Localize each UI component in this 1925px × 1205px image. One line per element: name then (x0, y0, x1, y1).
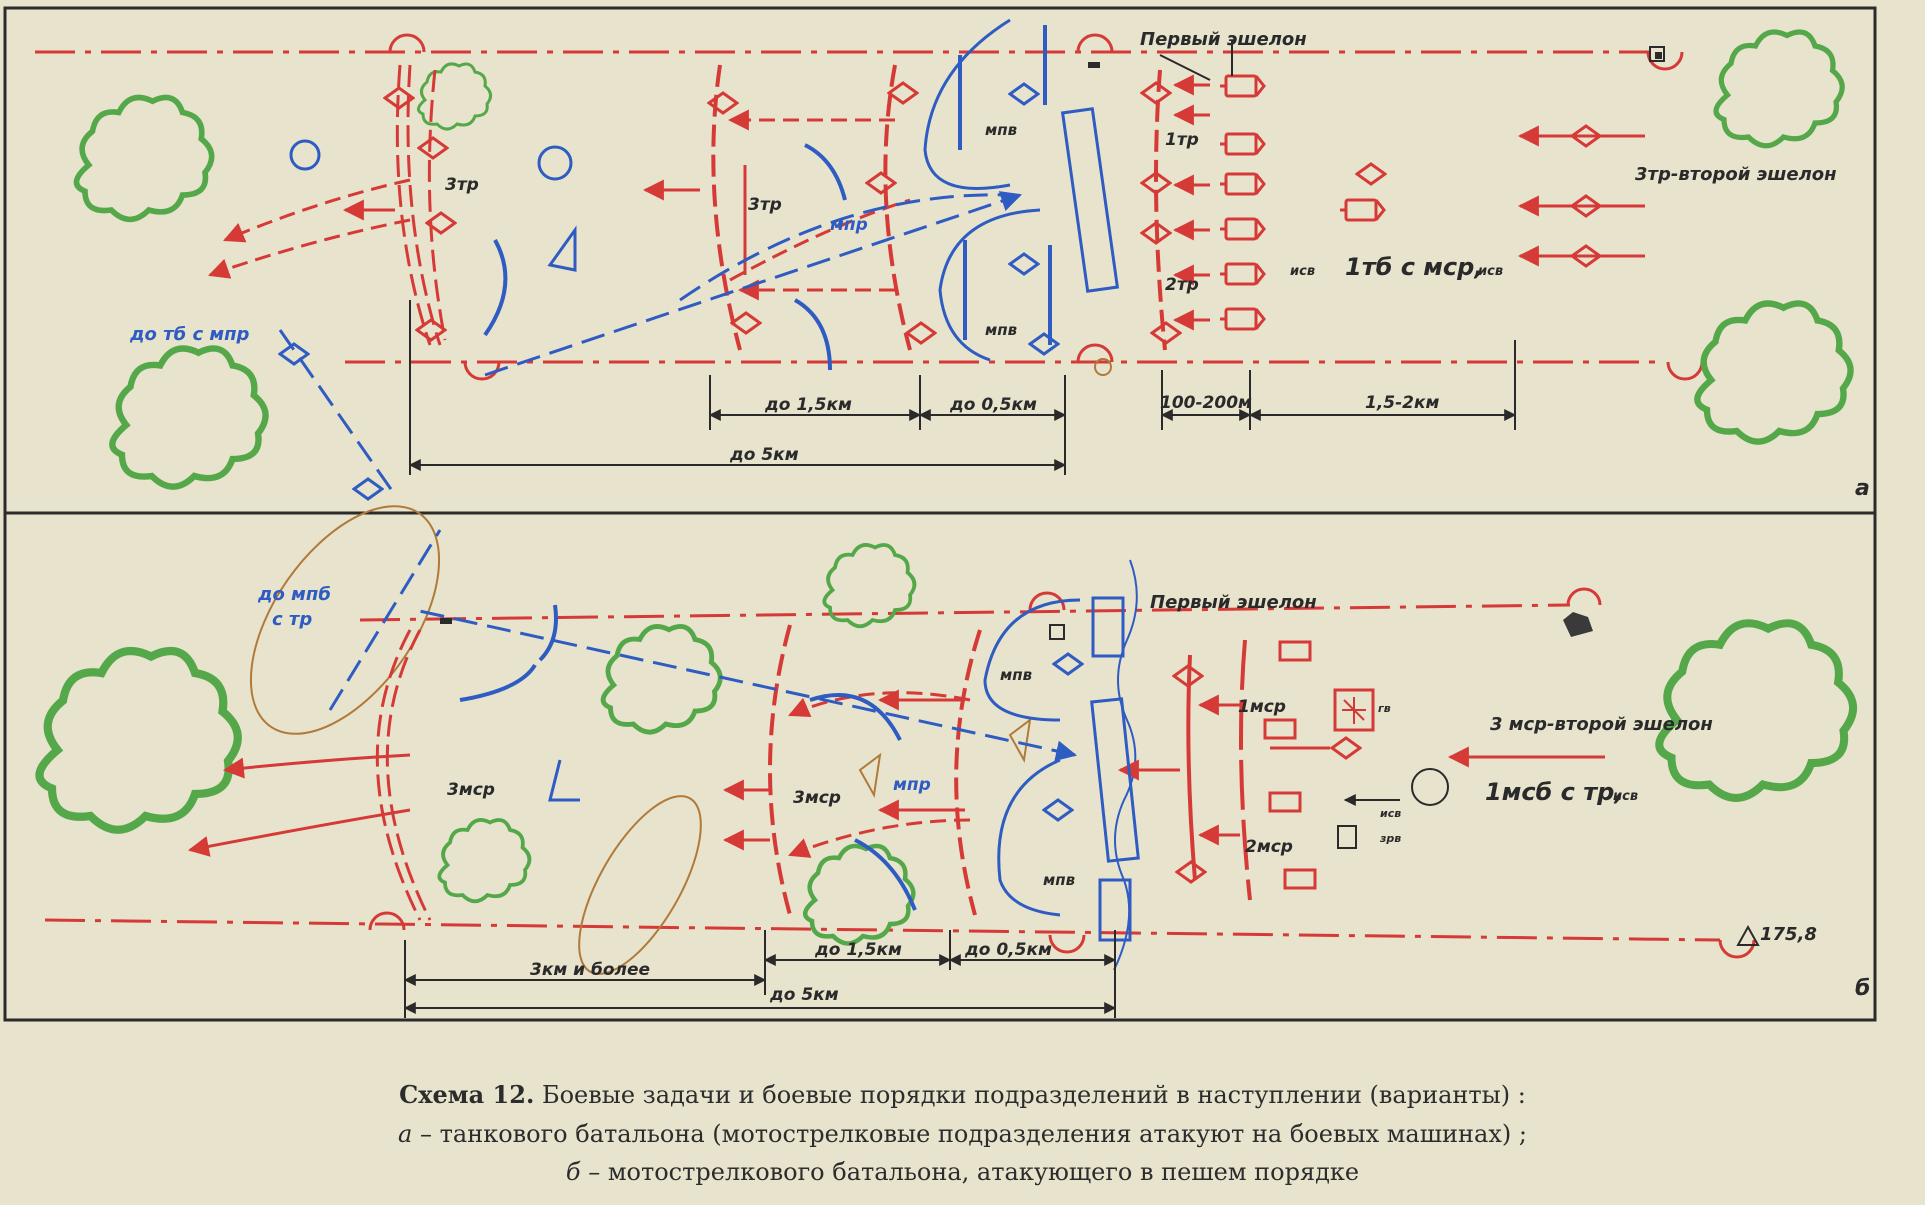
gv-label: гв (1378, 702, 1391, 715)
river-line (1113, 559, 1138, 971)
caption-title-bold: Схема 12. (399, 1080, 535, 1109)
isv-small-a: исв (1290, 264, 1315, 279)
mpv-bottom-label-a: мпв (985, 321, 1017, 339)
caption-line-b: б – мотострелкового батальона, атакующег… (0, 1158, 1925, 1186)
dim-100-a: 100-200м (1160, 393, 1252, 413)
dim-3-b: 3км и более (530, 960, 650, 980)
dim-5-b: до 5км (769, 985, 839, 1005)
panel-letter-b: б (1855, 976, 1870, 1001)
to-mpb-label-b: до мпб (257, 584, 331, 605)
to-tb-label-a: до тб с мпр (129, 324, 250, 345)
dim-05-a: до 0,5км (949, 395, 1037, 415)
boundary-top-b (359, 603, 1571, 622)
panel-letter-a: а (1855, 476, 1870, 501)
tr3-left-label: 3тр (445, 175, 479, 195)
tb-sub-a: исв (1478, 264, 1503, 279)
mpv-top-label-b: мпв (1000, 666, 1032, 684)
msr3-left-label: 3мср (447, 780, 495, 800)
battle-order-scheme: Первый эшелон 3тр-второй эшелон 1тб с мс… (3, 6, 1877, 1022)
panel-b: Первый эшелон 3 мср-второй эшелон 1мсб с… (39, 505, 1870, 1018)
isv-label-b: исв (1380, 807, 1401, 820)
caption-letter-b: б (565, 1158, 581, 1186)
msb-label-b: 1мсб с тр, (1485, 778, 1623, 806)
caption-line-a: а – танкового батальона (мотострелковые … (0, 1120, 1925, 1148)
msr2-label: 2мср (1245, 837, 1293, 857)
caption-title-rest: Боевые задачи и боевые порядки подраздел… (534, 1081, 1526, 1109)
panel-a: Первый эшелон 3тр-второй эшелон 1тб с мс… (35, 18, 1870, 501)
caption-text-b: – мотострелкового батальона, атакующего … (580, 1158, 1360, 1186)
second-echelon-label-a: 3тр-второй эшелон (1635, 164, 1837, 185)
second-echelon-label-b: 3 мср-второй эшелон (1490, 714, 1713, 735)
dim-05-b: до 0,5км (964, 940, 1052, 960)
trench-a (1060, 107, 1120, 293)
first-echelon-label-a: Первый эшелон (1140, 29, 1307, 50)
boundary-bottom-b (44, 918, 1721, 942)
mpr-label-a: мпр (830, 215, 868, 235)
tr1-label: 1тр (1165, 130, 1199, 150)
caption-letter-a: а (398, 1120, 413, 1148)
mpr-label-b: мпр (893, 775, 931, 795)
mpv-top-label-a: мпв (985, 121, 1017, 139)
tr3-mid-label: 3тр (748, 195, 782, 215)
tr2-label: 2тр (1165, 275, 1199, 295)
to-mpb-label-b-2: с тр (272, 609, 312, 630)
caption-text-a: – танкового батальона (мотострелковые по… (412, 1120, 1527, 1148)
msr1-label: 1мср (1238, 697, 1286, 717)
dim-15-b: до 1,5км (814, 940, 902, 960)
caption-title: Схема 12. Боевые задачи и боевые порядки… (0, 1080, 1925, 1109)
first-echelon-label-b: Первый эшелон (1150, 592, 1317, 613)
msr3-mid-label: 3мср (793, 788, 841, 808)
mpv-bottom-label-b: мпв (1043, 871, 1075, 889)
elevation-label: 175,8 (1760, 924, 1817, 945)
dim-5-a: до 5км (729, 445, 799, 465)
tb-label-a: 1тб с мср, (1345, 253, 1483, 281)
dim-15-a: до 1,5км (764, 395, 852, 415)
msb-sub-b: исв (1613, 789, 1638, 804)
dim-152-a: 1,5-2км (1365, 393, 1440, 413)
zrv-label-b: зрв (1379, 832, 1401, 845)
